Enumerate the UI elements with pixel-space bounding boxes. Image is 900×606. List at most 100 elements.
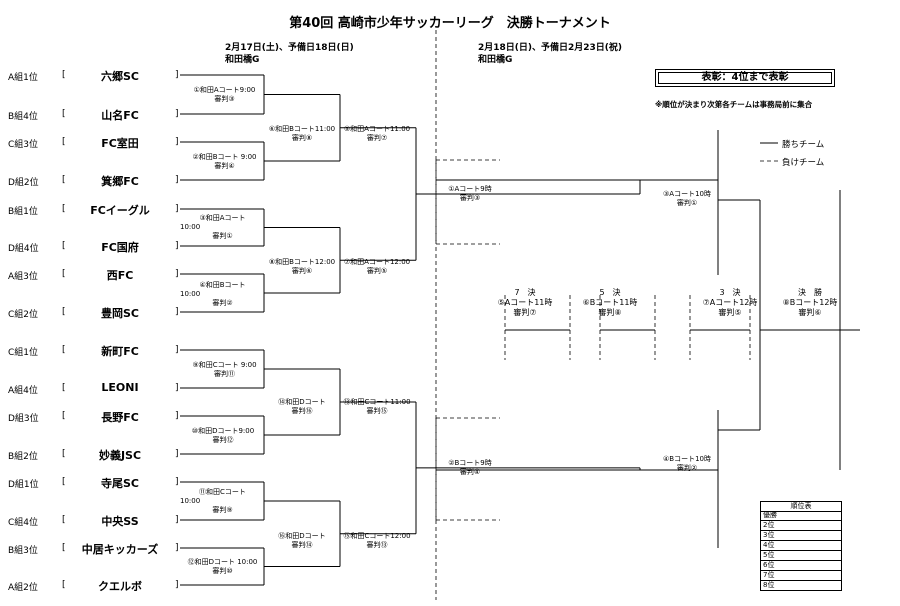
legend-lose-label: 負けチーム	[782, 158, 825, 168]
bracket-open: [	[62, 411, 66, 421]
match-label-b2: ②Bコート9時審判④	[448, 459, 492, 476]
team-name: 長野FC	[101, 411, 139, 424]
bracket-open: [	[62, 269, 66, 279]
ranking-row: 2位	[760, 521, 842, 531]
bracket-close: ]	[175, 449, 179, 459]
bracket-open: [	[62, 543, 66, 553]
notice-box-text: 表彰：4位まで表彰	[701, 72, 789, 83]
bracket-open: [	[62, 383, 66, 393]
team-group: D組2位	[8, 178, 39, 188]
team-name: LEONI	[101, 381, 139, 394]
bracket-close: ]	[175, 345, 179, 355]
team-group: A組3位	[8, 272, 38, 282]
ranking-row: 6位	[760, 561, 842, 571]
bracket-close: ]	[175, 411, 179, 421]
match-label-16: ⑯和田Dコート審判⑭	[278, 532, 326, 549]
team-name: 寺尾SC	[101, 477, 139, 490]
team-name: 西FC	[106, 269, 134, 282]
bracket-close: ]	[175, 269, 179, 279]
bracket-open: [	[62, 109, 66, 119]
ranking-row: 3位	[760, 531, 842, 541]
match-label-a3: ③Aコート10時審判①	[663, 190, 711, 207]
team-name: FC国府	[101, 241, 139, 254]
team-name: 六郷SC	[101, 70, 139, 83]
team-name: クエルボ	[98, 580, 142, 593]
team-group: C組4位	[8, 518, 39, 528]
bracket-open: [	[62, 137, 66, 147]
ranking-row: 4位	[760, 541, 842, 551]
bracket-close: ]	[175, 383, 179, 393]
ranking-title: 順位表	[760, 501, 842, 512]
team-group: A組1位	[8, 73, 38, 83]
bracket-open: [	[62, 345, 66, 355]
team-group: C組1位	[8, 348, 39, 358]
match-label-14: ⑭和田Dコート審判⑯	[278, 398, 326, 415]
team-name: 妙義JSC	[98, 449, 142, 462]
team-group: A組2位	[8, 583, 38, 593]
left-venue: 和田橋G	[225, 55, 260, 65]
team-name: 中居キッカーズ	[81, 543, 159, 556]
notice-box-frame	[658, 72, 832, 84]
team-group: D組1位	[8, 480, 39, 490]
left-date: 2月17日(土)、予備日18日(日)	[225, 43, 354, 53]
bracket-close: ]	[175, 477, 179, 487]
team-name: 豊岡SC	[101, 307, 139, 320]
match-label-b4: ④Bコート10時審判②	[663, 455, 711, 472]
team-group: D組3位	[8, 414, 39, 424]
bracket-open: [	[62, 204, 66, 214]
ranking-row: 8位	[760, 581, 842, 591]
bracket-open: [	[62, 515, 66, 525]
team-group: C組3位	[8, 140, 39, 150]
bracket-close: ]	[175, 307, 179, 317]
team-group: D組4位	[8, 244, 39, 254]
bracket-close: ]	[175, 204, 179, 214]
bracket-close: ]	[175, 515, 179, 525]
bracket-open: [	[62, 241, 66, 251]
team-group: B組3位	[8, 546, 38, 556]
bracket-close: ]	[175, 175, 179, 185]
notice-note: ※順位が決まり次第各チームは事務局前に集合	[655, 100, 813, 109]
bracket-close: ]	[175, 241, 179, 251]
right-date: 2月18日(日)、予備日2月23日(祝)	[478, 43, 623, 53]
ranking-row: 優勝	[760, 511, 842, 521]
bracket-open: [	[62, 449, 66, 459]
team-name: 箕郷FC	[101, 175, 139, 188]
bracket-open: [	[62, 307, 66, 317]
legend-win-label: 勝ちチーム	[782, 140, 825, 150]
team-name: 山名FC	[101, 109, 139, 122]
team-group: B組2位	[8, 452, 38, 462]
ranking-row: 5位	[760, 551, 842, 561]
ranking-row: 7位	[760, 571, 842, 581]
bracket-open: [	[62, 70, 66, 80]
bracket-close: ]	[175, 137, 179, 147]
bracket-close: ]	[175, 109, 179, 119]
team-group: C組2位	[8, 310, 39, 320]
bracket-open: [	[62, 580, 66, 590]
team-name: FC室田	[101, 137, 139, 150]
page-title: 第40回 高崎市少年サッカーリーグ 決勝トーナメント	[289, 16, 611, 31]
team-name: 新町FC	[101, 345, 139, 358]
team-group: B組1位	[8, 207, 38, 217]
team-name: 中央SS	[101, 515, 139, 528]
team-group: B組4位	[8, 112, 38, 122]
right-venue: 和田橋G	[478, 55, 513, 65]
notice-box: 表彰：4位まで表彰	[655, 69, 835, 87]
bracket-close: ]	[175, 543, 179, 553]
